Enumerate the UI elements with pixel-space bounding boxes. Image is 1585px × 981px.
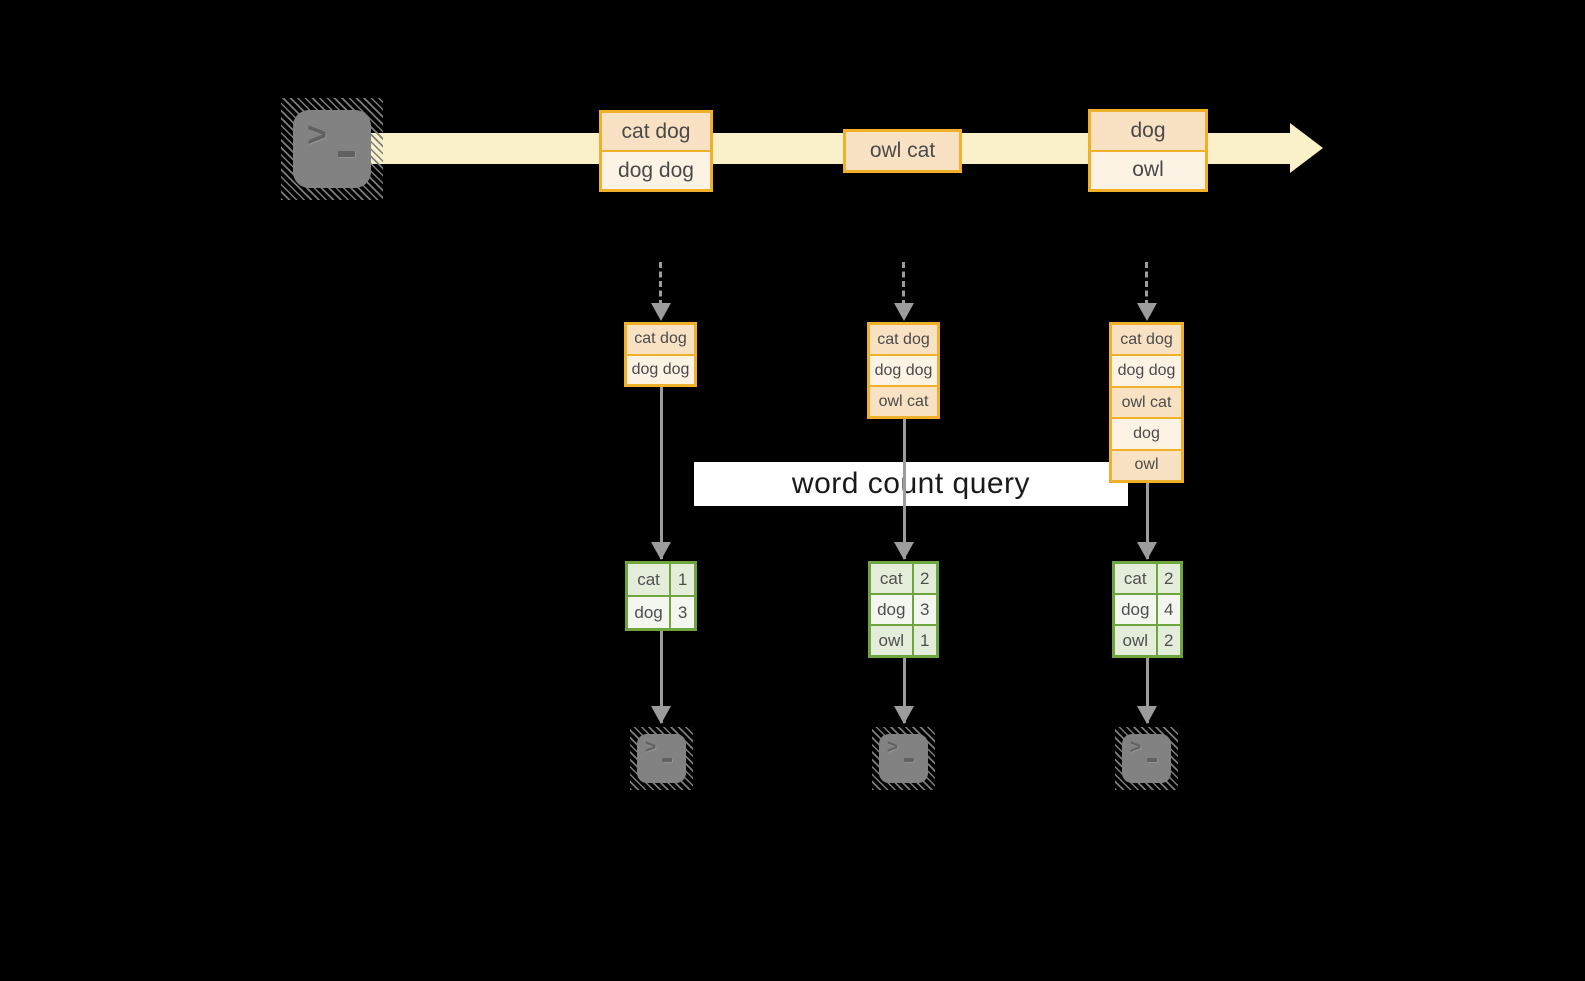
output-terminal-icon: > [630, 727, 693, 790]
stream-batch: cat dog dog dog [599, 110, 713, 192]
buffer-record: dog dog [627, 355, 694, 384]
buffer-record: owl cat [870, 387, 937, 416]
output-line [1146, 657, 1149, 723]
word-count-table: cat 2 dog 4 owl 2 [1112, 561, 1183, 658]
output-arrow-head-icon [894, 706, 914, 724]
prompt-cursor-icon [338, 151, 355, 157]
flow-line [903, 419, 906, 559]
buffer-record: cat dog [1112, 325, 1181, 355]
output-arrow-head-icon [651, 706, 671, 724]
buffer-record: dog [1112, 419, 1181, 449]
stream-record: dog [1091, 112, 1205, 150]
terminal-screen: > [637, 734, 686, 783]
count-cell: 2 [913, 564, 936, 593]
buffer-record: dog dog [1112, 356, 1181, 386]
count-cell: 3 [913, 595, 936, 624]
terminal-screen: > [293, 110, 371, 188]
stream-batch: dog owl [1088, 109, 1208, 192]
word-cell: dog [871, 595, 912, 624]
ingest-arrow-line [902, 262, 905, 306]
prompt-cursor-icon [904, 758, 914, 762]
stream-record: dog dog [602, 152, 710, 189]
buffer-record: dog dog [870, 356, 937, 385]
stream-arrow-head-icon [1290, 123, 1323, 173]
prompt-chevron-icon: > [887, 737, 899, 758]
terminal-screen: > [1122, 734, 1171, 783]
word-count-table: cat 1 dog 3 [625, 561, 697, 631]
buffer-record: owl cat [1112, 387, 1181, 418]
ingest-arrow-line [1145, 262, 1148, 306]
word-cell: cat [628, 564, 670, 595]
buffer-stack: cat dog dog dog owl cat dog owl [1109, 322, 1184, 483]
stream-batch: owl cat [843, 129, 962, 173]
prompt-chevron-icon: > [1130, 737, 1142, 758]
output-arrow-head-icon [1137, 706, 1157, 724]
stream-record: owl cat [846, 132, 959, 170]
query-label: word count query [791, 467, 1031, 500]
buffer-record: cat dog [870, 325, 937, 354]
ingest-arrow-head-icon [894, 303, 914, 321]
buffer-record: owl [1112, 450, 1181, 481]
buffer-record: cat dog [627, 325, 694, 354]
count-cell: 2 [1157, 564, 1180, 593]
word-cell: cat [1115, 564, 1156, 593]
prompt-chevron-icon: > [645, 737, 657, 758]
ingest-arrow-head-icon [651, 303, 671, 321]
count-cell: 3 [671, 597, 694, 628]
output-terminal-icon: > [1115, 727, 1178, 790]
flow-arrow-head-icon [894, 542, 914, 560]
query-label-band: word count query [694, 462, 1128, 506]
buffer-stack: cat dog dog dog owl cat [867, 322, 940, 419]
prompt-cursor-icon [1147, 758, 1157, 762]
output-line [903, 657, 906, 723]
output-line [660, 630, 663, 723]
count-cell: 1 [671, 564, 694, 595]
word-count-table: cat 2 dog 3 owl 1 [868, 561, 939, 658]
ingest-arrow-line [659, 262, 662, 306]
prompt-chevron-icon: > [307, 116, 327, 154]
terminal-screen: > [879, 734, 928, 783]
prompt-cursor-icon [662, 758, 672, 762]
flow-line [1146, 483, 1149, 559]
stream-record: cat dog [602, 113, 710, 150]
output-terminal-icon: > [872, 727, 935, 790]
count-cell: 2 [1157, 626, 1180, 655]
flow-arrow-head-icon [651, 542, 671, 560]
word-cell: dog [628, 597, 670, 628]
ingest-arrow-head-icon [1137, 303, 1157, 321]
word-cell: owl [871, 626, 912, 655]
count-cell: 4 [1157, 595, 1180, 624]
buffer-stack: cat dog dog dog [624, 322, 697, 387]
source-terminal-icon: > [281, 98, 383, 200]
word-cell: dog [1115, 595, 1156, 624]
stream-record: owl [1091, 151, 1205, 189]
flow-arrow-head-icon [1137, 542, 1157, 560]
word-cell: owl [1115, 626, 1156, 655]
word-cell: cat [871, 564, 912, 593]
flow-line [660, 387, 663, 559]
count-cell: 1 [913, 626, 936, 655]
